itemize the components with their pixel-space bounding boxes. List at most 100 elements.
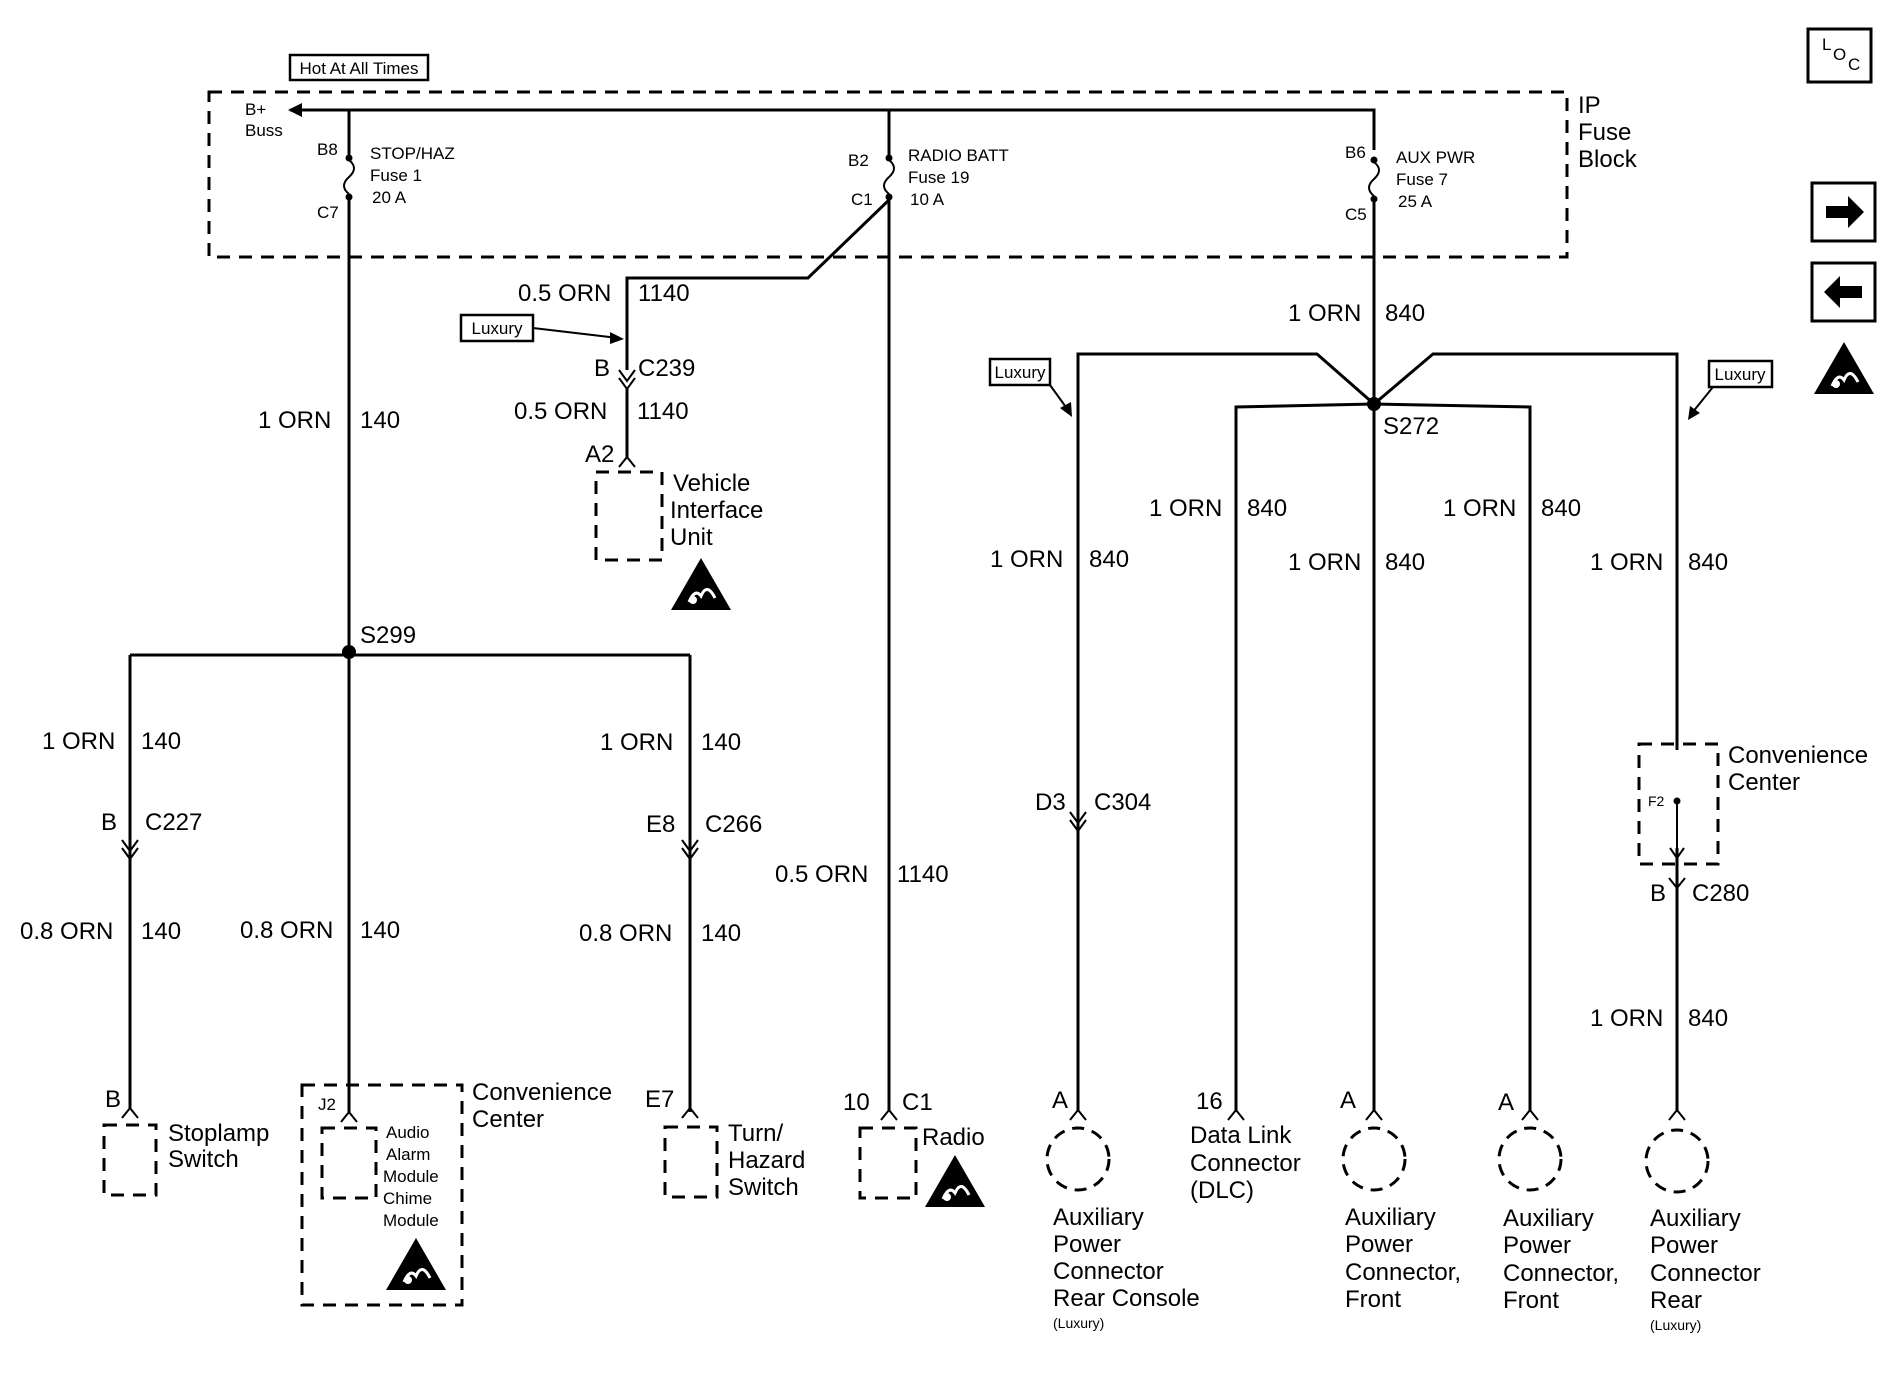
fuse-stop-haz: B8 C7 STOP/HAZ Fuse 1 20 A bbox=[317, 140, 455, 222]
wire-840-f-size: 1 ORN bbox=[1590, 1005, 1663, 1032]
c266-label: C266 bbox=[705, 811, 762, 838]
turn-hazard-pin-icon bbox=[681, 1106, 699, 1119]
stoplamp-pin-icon bbox=[121, 1106, 139, 1119]
audio-module-label-line4: Chime bbox=[383, 1189, 432, 1208]
aux-f2-pin: A bbox=[1498, 1089, 1514, 1116]
fuse19-name: RADIO BATT bbox=[908, 146, 1009, 165]
luxury-tag-left-label: Luxury bbox=[994, 363, 1046, 382]
aux-f2-label-line1: Auxiliary bbox=[1503, 1205, 1594, 1232]
aux-rc-label-line4: Rear Console bbox=[1053, 1285, 1200, 1312]
wire-140-middle-circuit: 140 bbox=[360, 917, 400, 944]
turn-hazard-pin: E7 bbox=[645, 1086, 674, 1113]
back-button[interactable] bbox=[1810, 261, 1877, 323]
convenience-center-right-pin: F2 bbox=[1648, 793, 1665, 809]
wire-140-left-circuit: 140 bbox=[141, 728, 181, 755]
fuse19-in-pin: B2 bbox=[848, 151, 869, 170]
forward-button[interactable] bbox=[1810, 181, 1877, 243]
wire-140-main-circuit: 140 bbox=[360, 407, 400, 434]
luxury-vi-arrow-line bbox=[532, 327, 619, 339]
wire-1140-vi bbox=[625, 198, 891, 370]
wire-1140-radio-size: 0.5 ORN bbox=[775, 861, 868, 888]
stoplamp-pin: B bbox=[105, 1086, 121, 1113]
c239-pin: B bbox=[594, 355, 610, 382]
wire-140-right-lower-circuit: 140 bbox=[701, 920, 741, 947]
wire-840-branches bbox=[1076, 352, 1679, 1112]
fuse7-out-pin: C5 bbox=[1345, 205, 1367, 224]
fuse7-in-pin: B6 bbox=[1345, 143, 1366, 162]
luxury-tag-right: Luxury bbox=[1707, 359, 1774, 389]
audio-module-label-line1: Audio bbox=[386, 1123, 429, 1142]
aux-power-connector-front-1: A Auxiliary Power Connector, Front bbox=[1340, 1087, 1461, 1313]
turn-hazard-label-line2: Hazard bbox=[728, 1147, 805, 1174]
aux-rc-pin: A bbox=[1052, 1087, 1068, 1114]
aux-f2-label-line4: Front bbox=[1503, 1287, 1559, 1314]
radio-pin-icon bbox=[880, 1108, 898, 1121]
c280-pin: B bbox=[1650, 880, 1666, 907]
fuse7-name: AUX PWR bbox=[1396, 148, 1475, 167]
wire-840-main-circuit: 840 bbox=[1385, 300, 1425, 327]
wire-840-c-circuit: 840 bbox=[1385, 549, 1425, 576]
convenience-center-right-box bbox=[1637, 742, 1720, 866]
arrow-left-icon bbox=[1824, 276, 1862, 308]
vehicle-interface-unit-box bbox=[594, 470, 664, 562]
dlc-label-line3: (DLC) bbox=[1190, 1177, 1254, 1204]
aux-power-connector-rear-console: A Auxiliary Power Connector Rear Console… bbox=[1045, 1087, 1200, 1331]
stoplamp-switch-label-line2: Switch bbox=[168, 1146, 239, 1173]
c304-pin: D3 bbox=[1035, 789, 1066, 816]
loc-letter-l: L bbox=[1822, 35, 1831, 54]
connector-c280-icon bbox=[1668, 877, 1686, 905]
turn-hazard-switch-box bbox=[663, 1125, 719, 1199]
fuse1-number: Fuse 1 bbox=[370, 166, 422, 185]
audio-module-label-line3: Module bbox=[383, 1167, 439, 1186]
fuse1-name: STOP/HAZ bbox=[370, 144, 455, 163]
convenience-center-right-label-line2: Center bbox=[1728, 769, 1800, 796]
wire-840-b-size: 1 ORN bbox=[1149, 495, 1222, 522]
c304-label: C304 bbox=[1094, 789, 1151, 816]
wire-840-b-circuit: 840 bbox=[1247, 495, 1287, 522]
fuse-block-label-line3: Block bbox=[1578, 146, 1638, 173]
fuse-aux-pwr: B6 C5 AUX PWR Fuse 7 25 A bbox=[1345, 143, 1475, 224]
turn-hazard-label-line3: Switch bbox=[728, 1174, 799, 1201]
wire-1140-radio-circuit: 1140 bbox=[897, 861, 949, 888]
wire-1140-top-circuit: 1140 bbox=[638, 280, 690, 307]
aux-f1-label-line3: Connector, bbox=[1345, 1259, 1461, 1286]
splice-s299-label: S299 bbox=[360, 622, 416, 649]
turn-hazard-label-line1: Turn/ bbox=[728, 1120, 783, 1147]
wire-140-main-size: 1 ORN bbox=[258, 407, 331, 434]
wire-840-e-circuit: 840 bbox=[1688, 549, 1728, 576]
audio-module-label-line5: Module bbox=[383, 1211, 439, 1230]
aux-f2-label-line2: Power bbox=[1503, 1232, 1571, 1259]
c239-label: C239 bbox=[638, 355, 695, 382]
connector-c304-icon bbox=[1069, 811, 1087, 833]
aux-r-note: (Luxury) bbox=[1650, 1317, 1701, 1333]
dlc-pin: 16 bbox=[1196, 1088, 1223, 1115]
wire-140-bus bbox=[128, 653, 692, 1112]
convenience-center-left-pin: J2 bbox=[318, 1095, 336, 1114]
fuse1-in-pin: B8 bbox=[317, 140, 338, 159]
audio-module-label-line2: Alarm bbox=[386, 1145, 430, 1164]
wire-840-e-size: 1 ORN bbox=[1590, 549, 1663, 576]
loc-letter-o: O bbox=[1833, 45, 1846, 64]
fuse7-number: Fuse 7 bbox=[1396, 170, 1448, 189]
luxury-vi-arrow-icon bbox=[610, 332, 624, 344]
vi-label-line3: Unit bbox=[670, 524, 713, 551]
location-button[interactable]: L O C bbox=[1806, 27, 1873, 84]
c227-pin: B bbox=[101, 809, 117, 836]
luxury-left-arrow-icon bbox=[1060, 402, 1072, 417]
fuse19-out-pin: C1 bbox=[851, 190, 873, 209]
data-link-connector: 16 Data Link Connector (DLC) bbox=[1190, 1088, 1301, 1204]
b-plus-buss-line bbox=[290, 108, 1376, 150]
c280-label: C280 bbox=[1692, 880, 1749, 907]
fuse7-rating: 25 A bbox=[1398, 192, 1433, 211]
aux-f1-label-line4: Front bbox=[1345, 1286, 1401, 1313]
fuse1-rating: 20 A bbox=[372, 188, 407, 207]
audio-module-pin-icon bbox=[340, 1110, 358, 1123]
wire-840-c-size: 1 ORN bbox=[1288, 549, 1361, 576]
convenience-center-left-label-line1: Convenience bbox=[472, 1079, 612, 1106]
wire-140-left-lower-circuit: 140 bbox=[141, 918, 181, 945]
b-plus-label: B+ bbox=[245, 100, 266, 119]
aux-f1-label-line1: Auxiliary bbox=[1345, 1204, 1436, 1231]
wire-1140-mid-circuit: 1140 bbox=[637, 398, 689, 425]
radio-pin: 10 bbox=[843, 1089, 870, 1116]
